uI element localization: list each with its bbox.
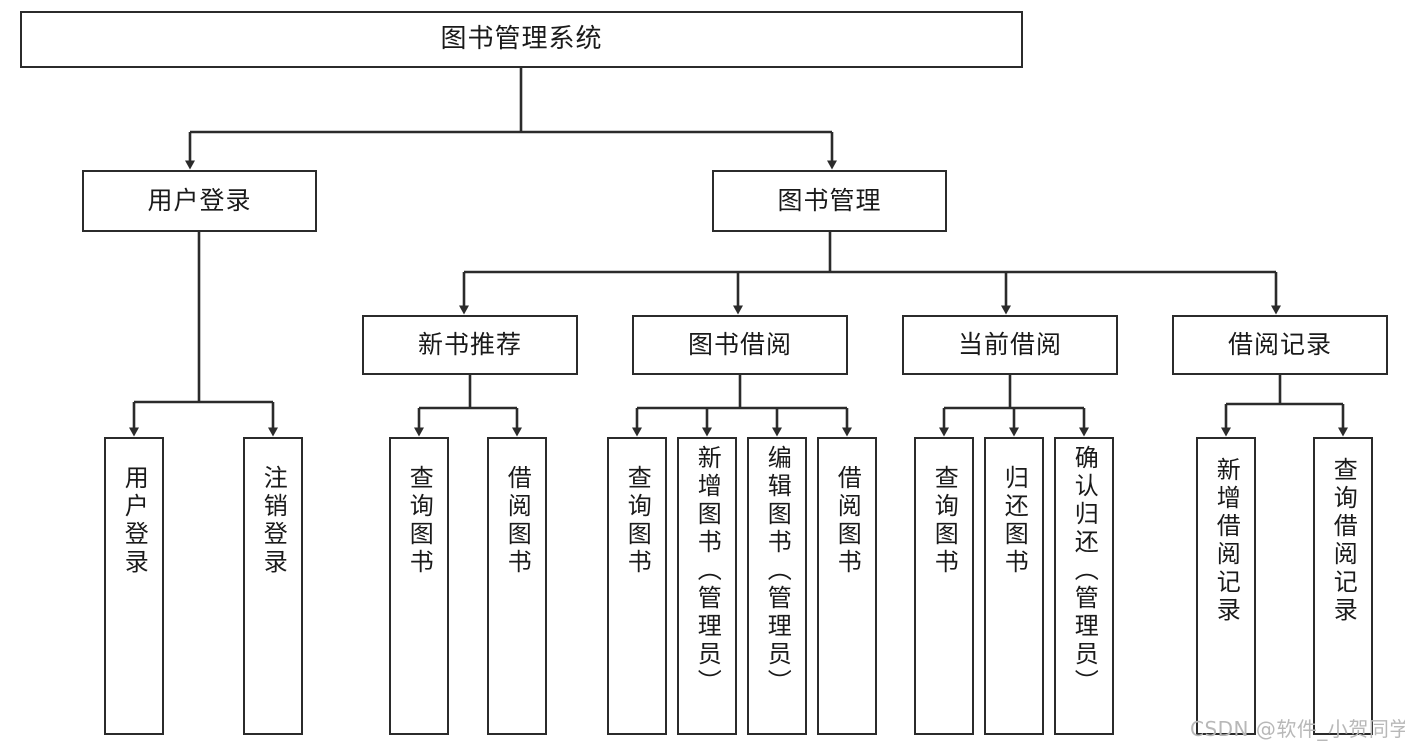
node-leaf-add-book[interactable]: 新增图书（管理员） bbox=[677, 437, 737, 735]
node-leaf-confirm-return-label: 确认归还（管理员） bbox=[1070, 445, 1099, 697]
node-user-login[interactable]: 用户登录 bbox=[82, 170, 317, 232]
node-leaf-add-book-label: 新增图书（管理员） bbox=[693, 445, 722, 697]
node-leaf-query-book-rec[interactable]: 查询图书 bbox=[389, 437, 449, 735]
node-root[interactable]: 图书管理系统 bbox=[20, 11, 1023, 68]
node-borrow-record[interactable]: 借阅记录 bbox=[1172, 315, 1388, 375]
node-leaf-return-book[interactable]: 归还图书 bbox=[984, 437, 1044, 735]
node-leaf-logout-label: 注销登录 bbox=[259, 465, 288, 577]
csdn-watermark: CSDN @软件_小贺同学 bbox=[1190, 717, 1405, 741]
node-leaf-add-record-label: 新增借阅记录 bbox=[1212, 457, 1241, 625]
node-leaf-user-login-label: 用户登录 bbox=[120, 465, 149, 577]
node-current-borrow-label: 当前借阅 bbox=[957, 329, 1062, 359]
node-root-label: 图书管理系统 bbox=[440, 23, 603, 54]
node-leaf-return-book-label: 归还图书 bbox=[1000, 465, 1029, 577]
node-leaf-query-record-label: 查询借阅记录 bbox=[1329, 457, 1358, 625]
node-leaf-add-record[interactable]: 新增借阅记录 bbox=[1196, 437, 1256, 735]
node-borrow-record-label: 借阅记录 bbox=[1227, 329, 1332, 359]
node-current-borrow[interactable]: 当前借阅 bbox=[902, 315, 1118, 375]
node-leaf-edit-book[interactable]: 编辑图书（管理员） bbox=[747, 437, 807, 735]
node-book-borrow[interactable]: 图书借阅 bbox=[632, 315, 848, 375]
node-leaf-confirm-return[interactable]: 确认归还（管理员） bbox=[1054, 437, 1114, 735]
node-leaf-query-book-bb[interactable]: 查询图书 bbox=[607, 437, 667, 735]
node-user-login-label: 用户登录 bbox=[147, 185, 252, 215]
node-leaf-query-book-bb-label: 查询图书 bbox=[623, 465, 652, 577]
node-book-manage-label: 图书管理 bbox=[777, 185, 882, 215]
node-leaf-borrow-book-bb-label: 借阅图书 bbox=[833, 465, 862, 577]
node-leaf-borrow-book-bb[interactable]: 借阅图书 bbox=[817, 437, 877, 735]
node-leaf-borrow-book-rec-label: 借阅图书 bbox=[503, 465, 532, 577]
node-leaf-edit-book-label: 编辑图书（管理员） bbox=[763, 445, 792, 697]
node-leaf-query-record[interactable]: 查询借阅记录 bbox=[1313, 437, 1373, 735]
node-book-borrow-label: 图书借阅 bbox=[687, 329, 792, 359]
node-new-book-recommend-label: 新书推荐 bbox=[417, 329, 522, 359]
node-leaf-logout[interactable]: 注销登录 bbox=[243, 437, 303, 735]
node-leaf-user-login[interactable]: 用户登录 bbox=[104, 437, 164, 735]
node-leaf-borrow-book-rec[interactable]: 借阅图书 bbox=[487, 437, 547, 735]
node-leaf-query-book-rec-label: 查询图书 bbox=[405, 465, 434, 577]
node-leaf-query-book-cb-label: 查询图书 bbox=[930, 465, 959, 577]
node-book-manage[interactable]: 图书管理 bbox=[712, 170, 947, 232]
node-new-book-recommend[interactable]: 新书推荐 bbox=[362, 315, 578, 375]
node-leaf-query-book-cb[interactable]: 查询图书 bbox=[914, 437, 974, 735]
